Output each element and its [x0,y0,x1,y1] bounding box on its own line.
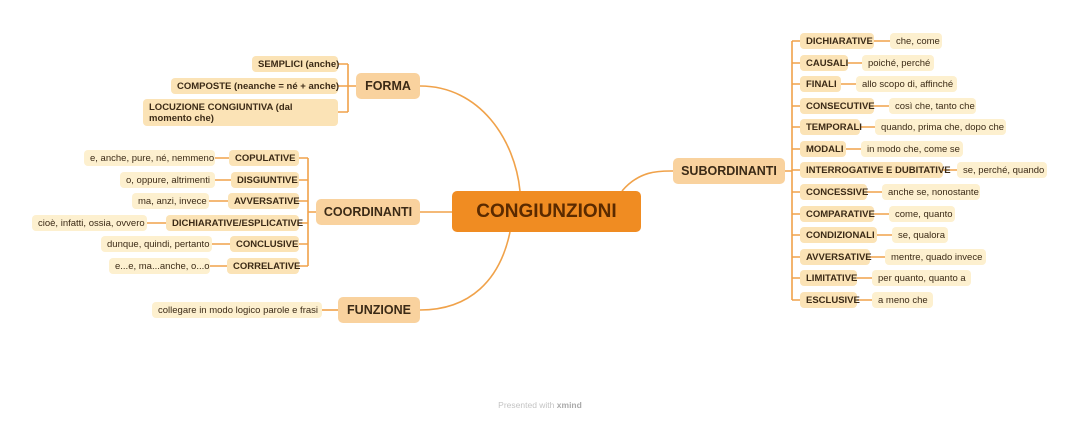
coordinanti-type-label: DICHIARATIVE/ESPLICATIVE [172,217,304,229]
subordinanti-example-label: anche se, nonostante [888,186,979,198]
subordinanti-type[interactable]: INTERROGATIVE E DUBITATIVE [800,162,951,178]
subordinanti-type[interactable]: DICHIARATIVE [800,33,874,49]
branch-forma-label: FORMA [365,79,411,93]
subordinanti-type-label: TEMPORALI [806,121,862,133]
forma-item[interactable]: COMPOSTE (neanche = né + anche) [171,78,340,94]
footer-prefix: Presented with [498,400,555,410]
subordinanti-type-label: AVVERSATIVE [806,251,872,263]
branch-subordinanti[interactable]: SUBORDINANTI [673,158,785,184]
coordinanti-example[interactable]: e, anche, pure, né, nemmeno [84,150,215,166]
coordinanti-type[interactable]: DISGIUNTIVE [231,172,299,188]
subordinanti-example-label: quando, prima che, dopo che [881,121,1005,133]
coordinanti-type-label: COPULATIVE [235,152,296,164]
subordinanti-example-label: per quanto, quanto a [878,272,966,284]
subordinanti-example-label: così che, tanto che [895,100,975,112]
forma-item[interactable]: SEMPLICI (anche) [252,56,340,72]
coordinanti-type[interactable]: DICHIARATIVE/ESPLICATIVE [166,215,303,231]
subordinanti-type-label: INTERROGATIVE E DUBITATIVE [806,164,951,176]
forma-item-label: COMPOSTE (neanche = né + anche) [177,80,340,92]
coordinanti-example-label: o, oppure, altrimenti [126,174,210,186]
coordinanti-type[interactable]: COPULATIVE [229,150,299,166]
coordinanti-type-label: AVVERSATIVE [234,195,300,207]
subordinanti-example[interactable]: che, come [890,33,942,49]
funzione-item-label: collegare in modo logico parole e frasi [158,304,319,316]
subordinanti-type[interactable]: MODALI [800,141,846,157]
subordinanti-type-label: DICHIARATIVE [806,35,873,47]
subordinanti-type[interactable]: FINALI [800,76,841,92]
subordinanti-type[interactable]: CONDIZIONALI [800,227,877,243]
subordinanti-example-label: che, come [896,35,940,47]
coordinanti-example[interactable]: cioè, infatti, ossia, ovvero [32,215,147,231]
subordinanti-example[interactable]: come, quanto [889,206,955,222]
subordinanti-example-label: allo scopo di, affinché [862,78,954,90]
coordinanti-example[interactable]: ma, anzi, invece [132,193,209,209]
branch-subordinanti-label: SUBORDINANTI [681,164,777,178]
branch-coordinanti[interactable]: COORDINANTI [316,199,420,225]
coordinanti-type-label: CORRELATIVE [233,260,301,272]
coordinanti-type[interactable]: AVVERSATIVE [228,193,300,209]
subordinanti-example[interactable]: anche se, nonostante [882,184,980,200]
subordinanti-type[interactable]: CONSECUTIVE [800,98,875,114]
footer-brand[interactable]: xmind [556,400,582,410]
coordinanti-type-label: DISGIUNTIVE [237,174,298,186]
coordinanti-example-label: dunque, quindi, pertanto [107,238,210,250]
subordinanti-example[interactable]: a meno che [872,292,933,308]
subordinanti-type-label: FINALI [806,78,837,90]
subordinanti-type-label: CONSECUTIVE [806,100,875,112]
subordinanti-example[interactable]: allo scopo di, affinché [856,76,957,92]
subordinanti-type-label: LIMITATIVE [806,272,858,284]
funzione-item[interactable]: collegare in modo logico parole e frasi [152,302,322,318]
presented-with-footer: Presented with xmind [0,400,1080,410]
coordinanti-example[interactable]: dunque, quindi, pertanto [101,236,212,252]
coordinanti-type[interactable]: CONCLUSIVE [230,236,299,252]
subordinanti-example[interactable]: se, perché, quando [957,162,1047,178]
coordinanti-type-label: CONCLUSIVE [236,238,299,250]
subordinanti-example[interactable]: se, qualora [892,227,948,243]
subordinanti-type-label: COMPARATIVE [806,208,875,220]
subordinanti-example-label: mentre, quado invece [891,251,983,263]
subordinanti-type[interactable]: COMPARATIVE [800,206,875,222]
subordinanti-example[interactable]: mentre, quado invece [885,249,986,265]
subordinanti-example[interactable]: poiché, perché [862,55,934,71]
subordinanti-type[interactable]: ESCLUSIVE [800,292,860,308]
coordinanti-example-label: cioè, infatti, ossia, ovvero [38,217,145,229]
subordinanti-example-label: se, qualora [898,229,946,241]
subordinanti-example[interactable]: in modo che, come se [861,141,963,157]
subordinanti-example[interactable]: così che, tanto che [889,98,976,114]
subordinanti-example-label: se, perché, quando [963,164,1045,176]
subordinanti-example-label: a meno che [878,294,928,306]
subordinanti-example-label: in modo che, come se [867,143,960,155]
central-topic[interactable]: CONGIUNZIONI [452,191,641,232]
subordinanti-type[interactable]: CONCESSIVE [800,184,869,200]
subordinanti-example[interactable]: quando, prima che, dopo che [875,119,1006,135]
subordinanti-type[interactable]: CAUSALI [800,55,848,71]
coordinanti-type[interactable]: CORRELATIVE [227,258,301,274]
subordinanti-type-label: CONCESSIVE [806,186,869,198]
coordinanti-example[interactable]: e...e, ma...anche, o...o [109,258,210,274]
subordinanti-type-label: CONDIZIONALI [806,229,875,241]
forma-item-label: LOCUZIONE CONGIUNTIVA (dal momento che) [149,101,293,124]
subordinanti-type-label: MODALI [806,143,844,155]
subordinanti-type-label: CAUSALI [806,57,849,69]
branch-funzione-label: FUNZIONE [347,303,411,317]
coordinanti-example-label: ma, anzi, invece [138,195,207,207]
subordinanti-type[interactable]: LIMITATIVE [800,270,857,286]
subordinanti-example[interactable]: per quanto, quanto a [872,270,971,286]
subordinanti-example-label: come, quanto [895,208,953,220]
branch-forma[interactable]: FORMA [356,73,420,99]
forma-item[interactable]: LOCUZIONE CONGIUNTIVA (dal momento che) [143,99,338,126]
coordinanti-example-label: e...e, ma...anche, o...o [115,260,210,272]
subordinanti-example-label: poiché, perché [868,57,931,69]
coordinanti-example-label: e, anche, pure, né, nemmeno [90,152,215,164]
coordinanti-example[interactable]: o, oppure, altrimenti [120,172,215,188]
central-topic-label: CONGIUNZIONI [476,200,617,222]
branch-coordinanti-label: COORDINANTI [323,205,413,219]
subordinanti-type-label: ESCLUSIVE [806,294,860,306]
subordinanti-type[interactable]: TEMPORALI [800,119,862,135]
forma-item-label: SEMPLICI (anche) [258,58,340,70]
branch-funzione[interactable]: FUNZIONE [338,297,420,323]
subordinanti-type[interactable]: AVVERSATIVE [800,249,872,265]
